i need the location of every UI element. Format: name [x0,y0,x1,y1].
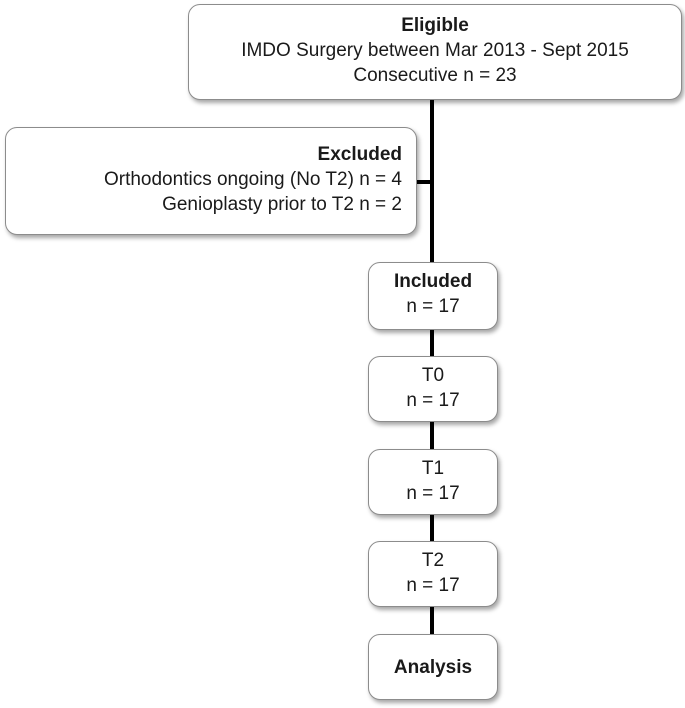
analysis-heading: Analysis [393,657,473,678]
included-count: n = 17 [406,296,460,317]
t1-heading: T1 [421,458,445,479]
t0-count: n = 17 [406,390,460,411]
t2-box: T2 n = 17 [368,541,498,607]
t1-box: T1 n = 17 [368,449,498,515]
included-heading: Included [393,271,473,292]
t2-count: n = 17 [406,575,460,596]
eligible-box: Eligible IMDO Surgery between Mar 2013 -… [188,4,682,100]
excluded-branch-connector [414,180,434,184]
t2-heading: T2 [421,550,445,571]
eligible-heading: Eligible [401,15,469,36]
included-box: Included n = 17 [368,262,498,330]
analysis-box: Analysis [368,634,498,700]
excluded-box: Excluded Orthodontics ongoing (No T2) n … [5,127,417,235]
excluded-reason-orthodontics: Orthodontics ongoing (No T2) n = 4 [103,169,402,190]
t0-heading: T0 [421,365,445,386]
t1-count: n = 17 [406,483,460,504]
eligible-criteria-text: IMDO Surgery between Mar 2013 - Sept 201… [241,40,629,61]
excluded-heading: Excluded [317,144,402,165]
eligible-count-text: Consecutive n = 23 [353,65,517,86]
t0-box: T0 n = 17 [368,356,498,422]
excluded-reason-genioplasty: Genioplasty prior to T2 n = 2 [162,194,402,215]
